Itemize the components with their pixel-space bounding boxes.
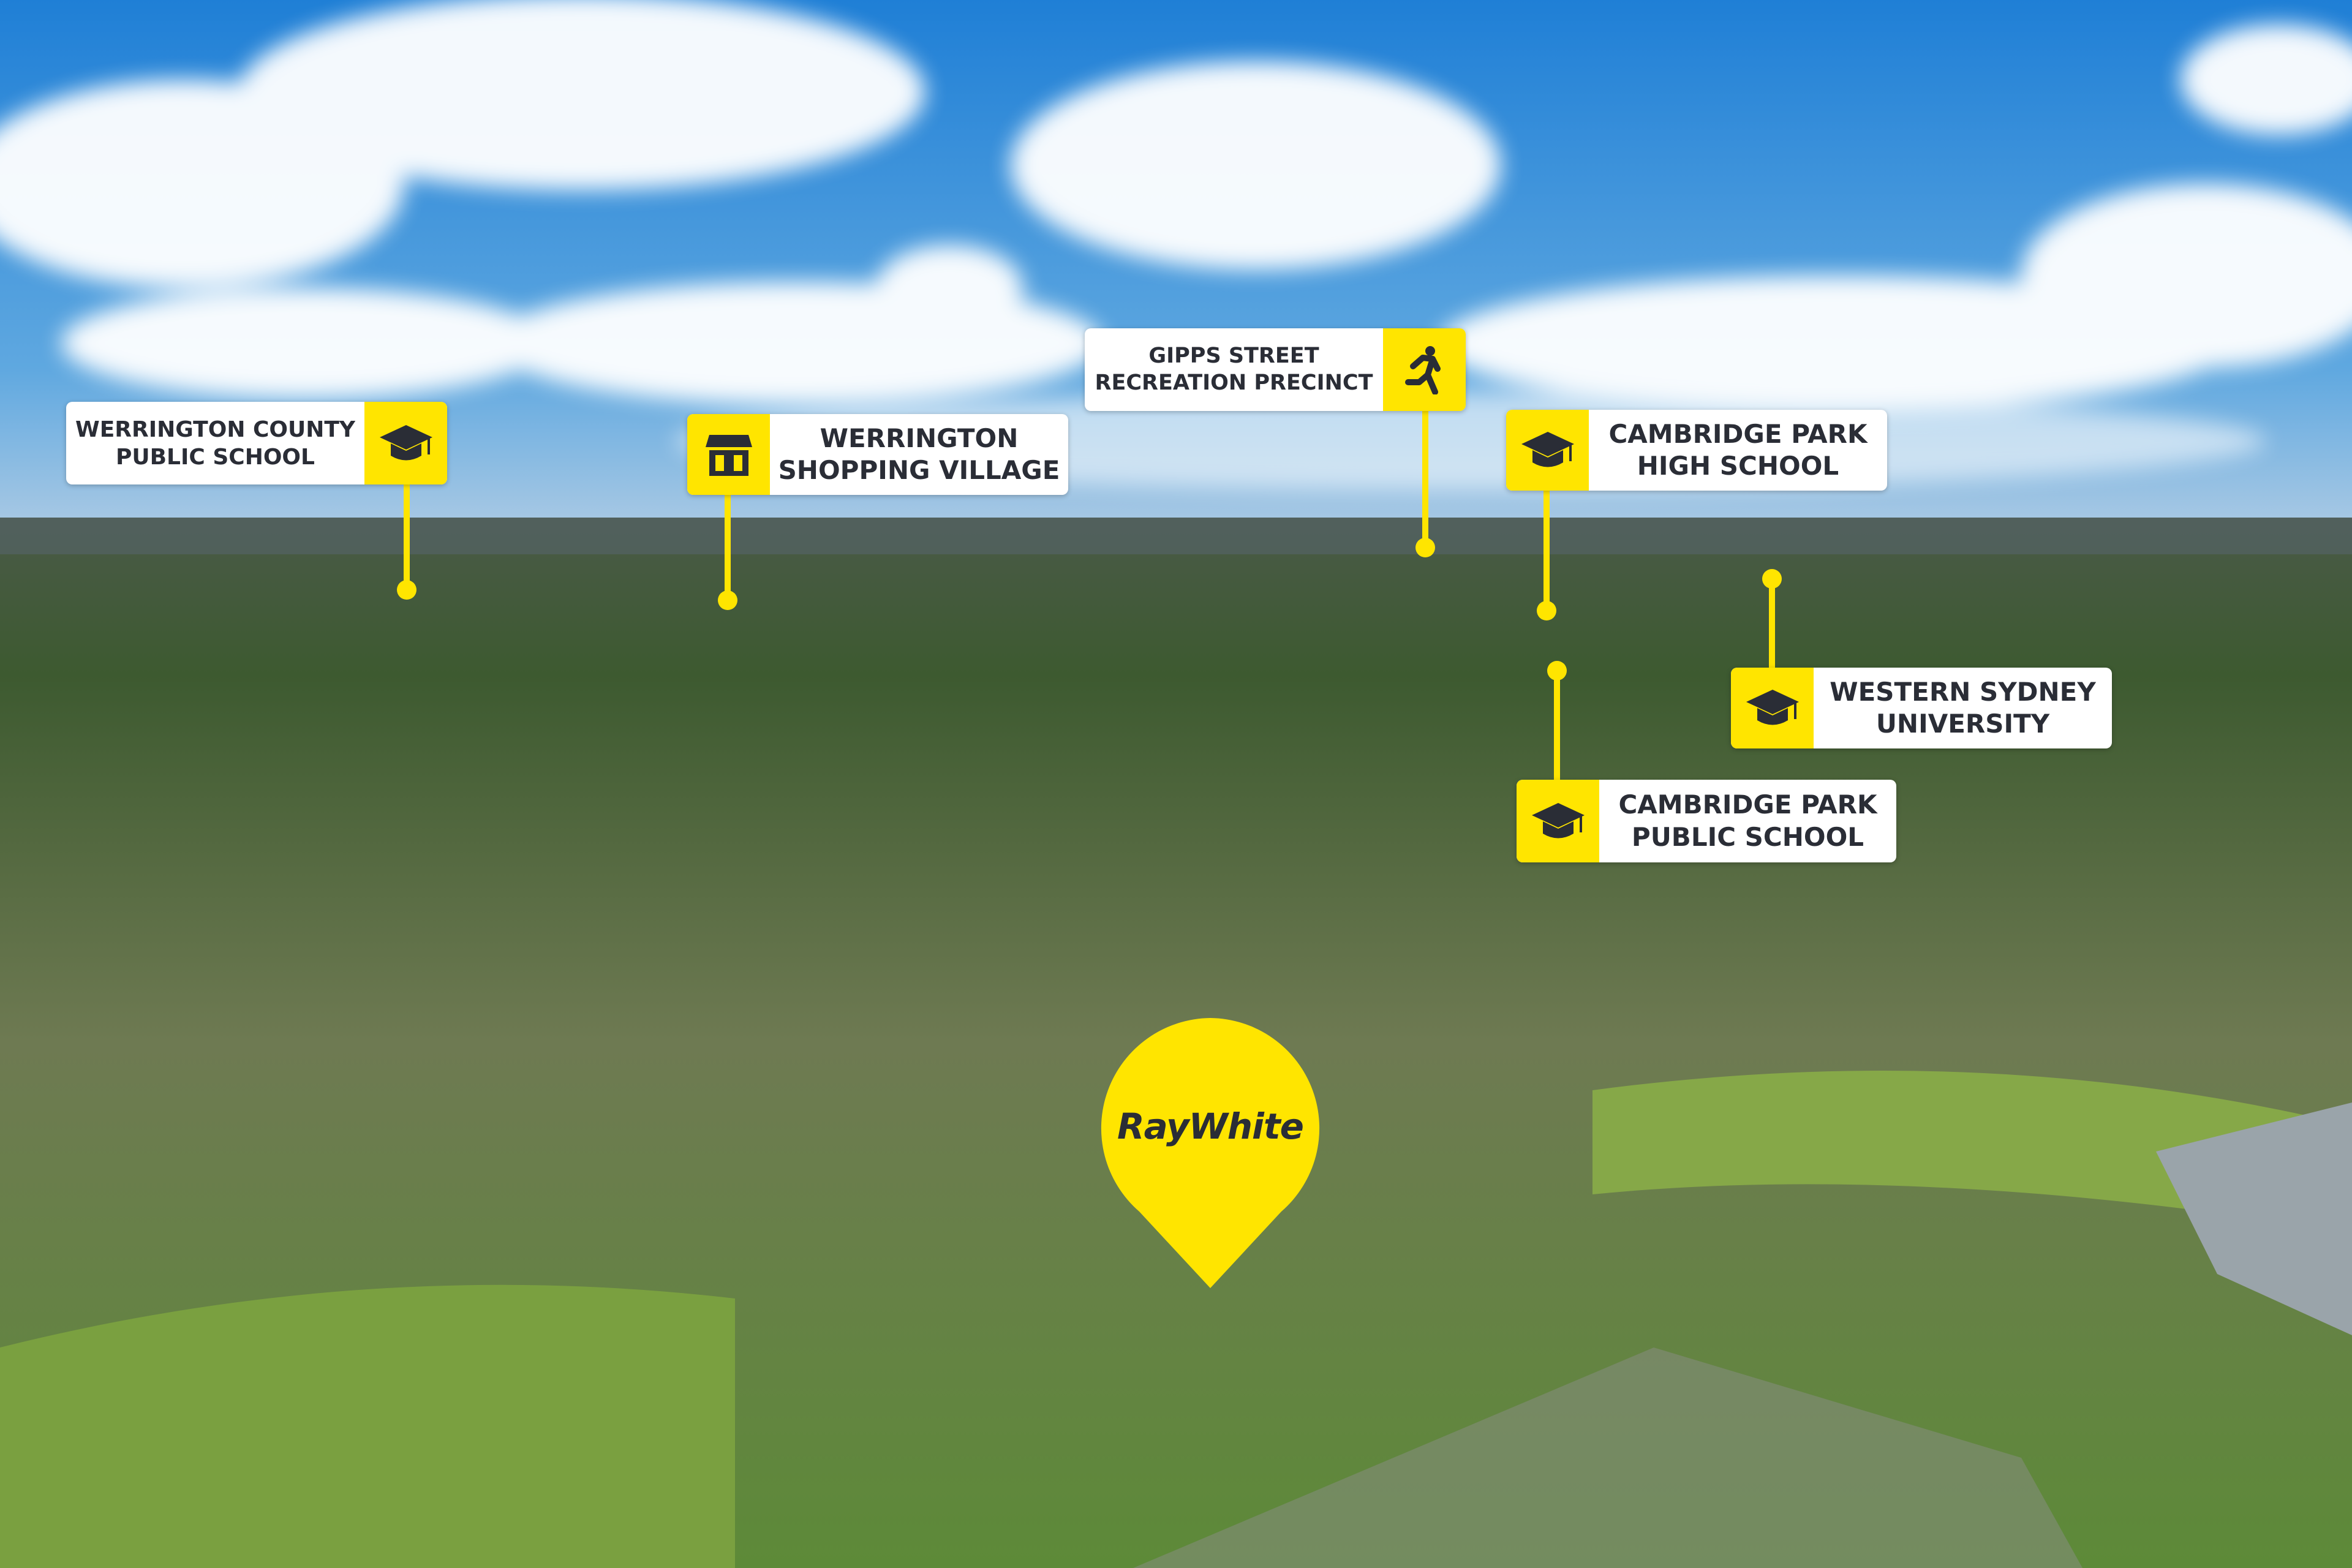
running-person-icon [1383, 328, 1466, 411]
pointer-line [1422, 411, 1428, 548]
graduation-cap-icon [1506, 410, 1589, 491]
location-dot[interactable] [397, 580, 417, 600]
graduation-cap-icon [364, 402, 447, 484]
poi-label: GIPPS STREET RECREATION PRECINCT [1095, 343, 1373, 395]
location-dot[interactable] [1537, 601, 1556, 620]
poi-label: WERRINGTON COUNTY PUBLIC SCHOOL [75, 417, 355, 470]
graduation-cap-icon [1517, 780, 1599, 862]
graduation-cap-icon [1731, 668, 1814, 748]
shop-icon [687, 414, 770, 495]
raywhite-logo: RayWhite [1117, 1106, 1304, 1147]
poi-cambridge-park-public-school[interactable]: CAMBRIDGE PARK PUBLIC SCHOOL [1517, 780, 1896, 862]
poi-label: WESTERN SYDNEY UNIVERSITY [1830, 676, 2096, 739]
pointer-line [725, 495, 731, 600]
pointer-line [1769, 579, 1775, 668]
poi-werrington-shopping-village[interactable]: WERRINGTON SHOPPING VILLAGE [687, 414, 1068, 495]
poi-western-sydney-university[interactable]: WESTERN SYDNEY UNIVERSITY [1731, 668, 2112, 748]
location-dot[interactable] [1415, 538, 1435, 557]
pointer-line [1554, 671, 1560, 780]
pointer-line [404, 484, 410, 589]
map-pin-icon[interactable] [1098, 1016, 1323, 1291]
poi-label: CAMBRIDGE PARK PUBLIC SCHOOL [1618, 790, 1877, 852]
location-dot[interactable] [1762, 569, 1782, 589]
poi-cambridge-park-high-school[interactable]: CAMBRIDGE PARK HIGH SCHOOL [1506, 410, 1887, 491]
poi-gipps-street-recreation-precinct[interactable]: GIPPS STREET RECREATION PRECINCT [1085, 328, 1466, 411]
location-dot[interactable] [1547, 661, 1567, 680]
location-dot[interactable] [718, 590, 737, 610]
pointer-line [1544, 491, 1550, 611]
poi-label: WERRINGTON SHOPPING VILLAGE [778, 423, 1060, 486]
poi-label: CAMBRIDGE PARK HIGH SCHOOL [1608, 418, 1868, 481]
poi-werrington-county-public-school[interactable]: WERRINGTON COUNTY PUBLIC SCHOOL [66, 402, 447, 484]
